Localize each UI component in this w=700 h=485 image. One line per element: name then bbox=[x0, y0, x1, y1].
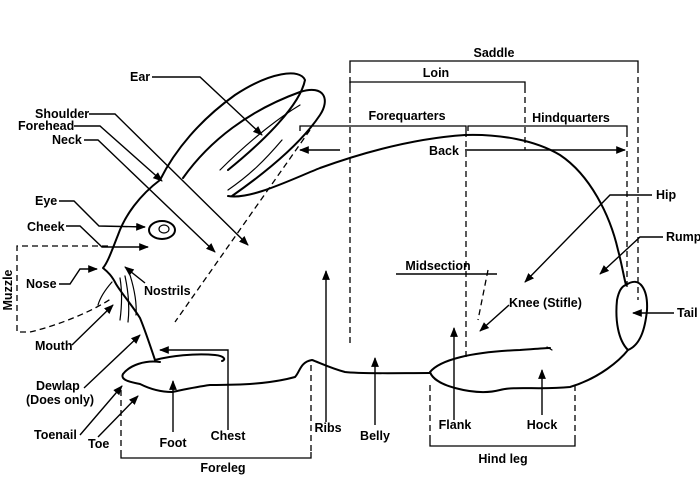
label-mouth: Mouth bbox=[35, 339, 72, 353]
rabbit-outline bbox=[97, 72, 649, 394]
ear-shape bbox=[182, 89, 326, 197]
top-brackets bbox=[299, 60, 639, 360]
belly-outline bbox=[171, 359, 431, 393]
fore-foot bbox=[154, 353, 226, 362]
label-toenail: Toenail bbox=[34, 428, 77, 442]
eye-shape bbox=[148, 220, 176, 240]
label-cheek: Cheek bbox=[27, 220, 65, 234]
label-dewlap: Dewlap bbox=[36, 379, 80, 393]
label-eye: Eye bbox=[35, 194, 57, 208]
label-tail: Tail bbox=[677, 306, 698, 320]
label-neck: Neck bbox=[52, 133, 82, 147]
tail-shape bbox=[615, 280, 649, 351]
head-outline bbox=[102, 179, 161, 361]
hind-leg-outline bbox=[429, 347, 629, 394]
label-rump: Rump bbox=[666, 230, 700, 244]
label-dewlap-note: (Does only) bbox=[26, 393, 94, 407]
label-loin: Loin bbox=[423, 66, 449, 80]
label-hock: Hock bbox=[527, 418, 558, 432]
label-hip: Hip bbox=[656, 188, 677, 202]
label-knee: Knee (Stifle) bbox=[509, 296, 582, 310]
label-ear: Ear bbox=[130, 70, 150, 84]
label-saddle: Saddle bbox=[474, 46, 515, 60]
label-midsection: Midsection bbox=[405, 259, 470, 273]
leader-lines bbox=[59, 76, 674, 438]
label-foreleg: Foreleg bbox=[200, 461, 245, 475]
label-forehead: Forehead bbox=[18, 119, 74, 133]
label-chest: Chest bbox=[211, 429, 247, 443]
label-flank: Flank bbox=[439, 418, 472, 432]
back-outline bbox=[227, 133, 627, 286]
label-forequarters: Forequarters bbox=[368, 109, 445, 123]
label-toe: Toe bbox=[88, 437, 109, 451]
label-ribs: Ribs bbox=[314, 421, 341, 435]
label-muzzle: Muzzle bbox=[1, 269, 15, 310]
label-back: Back bbox=[429, 144, 459, 158]
label-hind-leg: Hind leg bbox=[478, 452, 527, 466]
label-nostrils: Nostrils bbox=[144, 284, 191, 298]
label-belly: Belly bbox=[360, 429, 390, 443]
label-shoulder: Shoulder bbox=[35, 107, 89, 121]
bottom-brackets bbox=[16, 245, 576, 459]
neck-line bbox=[174, 129, 311, 323]
ear-shape bbox=[159, 72, 306, 181]
label-hindquarters: Hindquarters bbox=[532, 111, 610, 125]
labels: Saddle Loin Forequarters Hindquarters Ba… bbox=[1, 46, 700, 475]
label-nose: Nose bbox=[26, 277, 57, 291]
label-foot: Foot bbox=[159, 436, 187, 450]
